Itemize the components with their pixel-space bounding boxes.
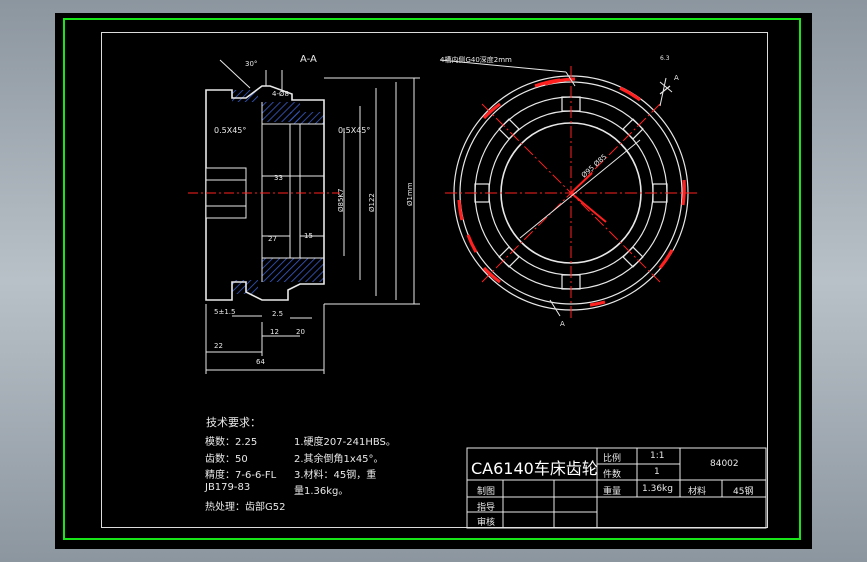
section-mark-top: A — [674, 74, 679, 82]
chamfer-left: 0.5X45° — [214, 126, 246, 135]
dim-22: 22 — [214, 342, 223, 350]
dim-33: 33 — [274, 174, 283, 182]
tech-req-teeth: 齿数：50 — [205, 454, 248, 465]
weight-value: 1.36kg — [642, 484, 673, 494]
chamfer-right: 0.5X45° — [338, 126, 370, 135]
angle-top: 30° — [245, 60, 257, 68]
scale-value: 1:1 — [650, 451, 665, 461]
drawing-sheet — [55, 13, 812, 549]
dia-122: Ø122 — [368, 193, 376, 212]
review-label: 审核 — [477, 518, 496, 528]
qty-value: 1 — [654, 467, 660, 477]
dia-k7: Ø85K7 — [337, 189, 345, 212]
front-note: 4槽内侧G40深度2mm — [440, 55, 512, 64]
title-block-grid — [466, 447, 767, 529]
section-view — [188, 59, 420, 374]
dim-bottom: 5±1.5 — [214, 308, 235, 316]
tech-req-1: 1.硬度207-241HBS。 — [294, 437, 396, 448]
dim-12: 12 — [270, 328, 279, 336]
dim-2-5: 2.5 — [272, 310, 283, 318]
dim-4-25: 4-Ø8 — [272, 90, 289, 98]
qty-label: 件数 — [603, 470, 622, 480]
drawing-title: CA6140车床齿轮 — [471, 459, 598, 478]
scale-label: 比例 — [603, 454, 622, 464]
guide-label: 指导 — [477, 503, 496, 513]
material-value: 45钢 — [733, 487, 754, 497]
tech-req-2: 2.其余倒角1x45°。 — [294, 454, 384, 465]
tech-req-3: 3.材料：45钢，重 — [294, 470, 377, 481]
drawn-label: 制图 — [477, 487, 496, 497]
roughness-symbol: 6.3 — [660, 55, 670, 62]
material-label: 材料 — [688, 487, 707, 497]
section-label: A-A — [300, 54, 317, 65]
outer-frame — [63, 18, 801, 540]
section-mark-bottom: A — [560, 320, 565, 328]
tech-req-accuracy: 精度：7-6-6-FL — [205, 470, 277, 481]
dim-27: 27 — [268, 235, 277, 243]
tech-req-module: 模数：2.25 — [205, 437, 258, 448]
tech-req-standard: JB179-83 — [205, 482, 251, 493]
inner-frame — [101, 32, 768, 528]
front-dia-label: Ø95 Ø85 — [580, 153, 608, 180]
weight-label: 重量 — [603, 487, 622, 497]
tech-req-heading: 技术要求： — [206, 416, 261, 429]
tech-req-heat: 热处理：齿部G52 — [205, 502, 286, 513]
dim-64: 64 — [256, 358, 265, 366]
dim-15: 15 — [304, 232, 313, 240]
drawing-number: 84002 — [710, 459, 739, 469]
tech-req-4: 量1.36kg。 — [294, 486, 349, 497]
front-view — [439, 59, 700, 318]
dim-20: 20 — [296, 328, 305, 336]
dia-m: Ø1mm — [406, 182, 414, 206]
